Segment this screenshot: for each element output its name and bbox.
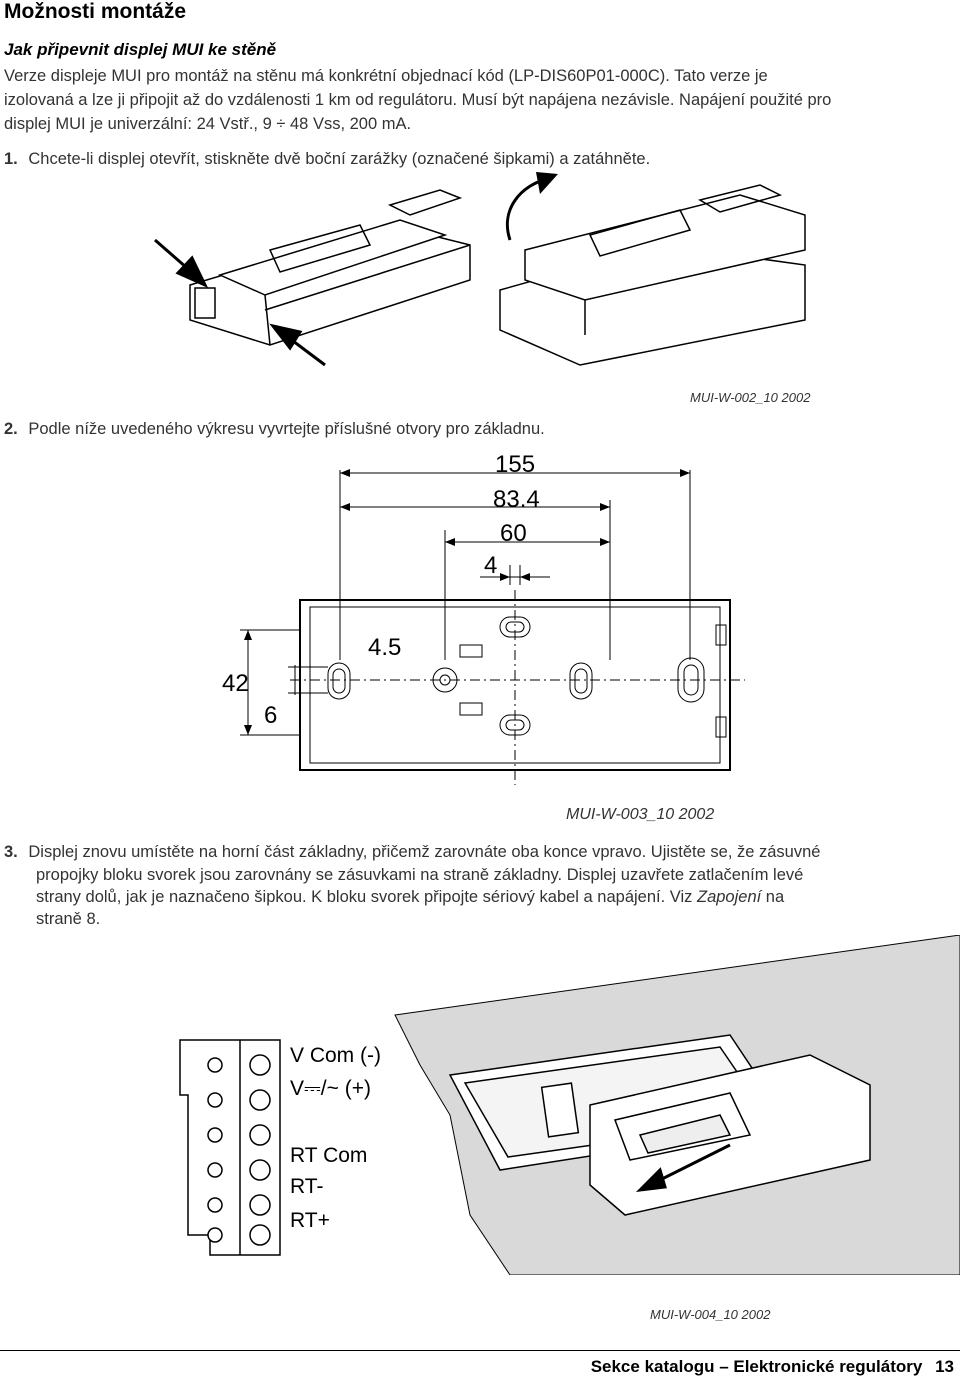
step-1-text: Chcete-li displej otevřít, stiskněte dvě…: [28, 150, 651, 168]
terminal-vcom: V Com (-): [290, 1044, 381, 1067]
figure-2-caption: MUI-W-003_10 2002: [566, 806, 715, 823]
figure-3-caption: MUI-W-004_10 2002: [650, 1307, 771, 1322]
figure-1-caption: MUI-W-002_10 2002: [690, 390, 811, 405]
step-1: 1. Chcete-li displej otevřít, stiskněte …: [4, 148, 650, 171]
terminal-rtplus: RT+: [290, 1209, 330, 1232]
step-3-line-2: propojky bloku svorek jsou zarovnány se …: [36, 866, 804, 884]
dim-6: 6: [264, 702, 277, 729]
step-1-number: 1.: [4, 150, 18, 168]
terminal-rtminus: RT-: [290, 1175, 323, 1198]
footer-divider: [0, 1350, 960, 1351]
press-arrow-top: [154, 238, 209, 289]
terminal-rtcom: RT Com: [290, 1144, 367, 1167]
figure-drilling-template: 155 83.4 60 4 4.5 42 6: [222, 451, 745, 785]
step-2-number: 2.: [4, 420, 18, 438]
terminal-vplus: V⎓/~ (+): [290, 1077, 371, 1100]
terminal-block: [179, 1039, 281, 1256]
step-3-line-3-b: na: [761, 888, 785, 906]
page-heading: Možnosti montáže: [4, 0, 186, 23]
intro-line-2: izolovaná a lze ji připojit až do vzdále…: [4, 91, 832, 109]
dim-4: 4: [484, 552, 497, 579]
page-footer: Sekce katalogu – Elektronické regulátory…: [591, 1357, 954, 1377]
step-2-text: Podle níže uvedeného výkresu vyvrtejte p…: [28, 420, 545, 438]
step-3-line-1: Displej znovu umístěte na horní část zák…: [28, 843, 821, 861]
step-3-line-3: strany dolů, jak je naznačeno šipkou. K …: [36, 886, 784, 909]
step-3-number: 3.: [4, 843, 18, 861]
dim-155: 155: [495, 451, 535, 478]
press-arrow-bottom: [269, 323, 326, 367]
closed-display-drawing: [189, 189, 471, 346]
step-3-line-3-a: strany dolů, jak je naznačeno šipkou. K …: [36, 888, 697, 906]
dim-60: 60: [500, 520, 527, 547]
close-arrow: [635, 1143, 731, 1193]
dim-83-4: 83.4: [493, 486, 540, 513]
opened-display-drawing: [499, 184, 806, 366]
step-3: 3. Displej znovu umístěte na horní část …: [4, 841, 820, 864]
step-3-line-4: straně 8.: [36, 910, 101, 928]
page-number: 13: [935, 1357, 954, 1376]
step-2: 2. Podle níže uvedeného výkresu vyvrtejt…: [4, 418, 545, 441]
footer-section: Sekce katalogu – Elektronické regulátory: [590, 1357, 923, 1376]
section-subheading: Jak připevnit displej MUI ke stěně: [4, 40, 277, 59]
figure-display-opening: [154, 172, 806, 367]
dim-4-5: 4.5: [368, 634, 401, 661]
dim-42: 42: [222, 670, 249, 697]
intro-line-3: displej MUI je univerzální: 24 Vstř., 9 …: [4, 115, 412, 133]
rotation-arrow: [505, 172, 558, 241]
intro-line-1: Verze displeje MUI pro montáž na stěnu m…: [4, 67, 768, 85]
zapojeni-link[interactable]: Zapojení: [697, 888, 762, 906]
figure-wall-mounting: V Com (-) V⎓/~ (+) RT Com RT- RT+: [179, 935, 960, 1275]
